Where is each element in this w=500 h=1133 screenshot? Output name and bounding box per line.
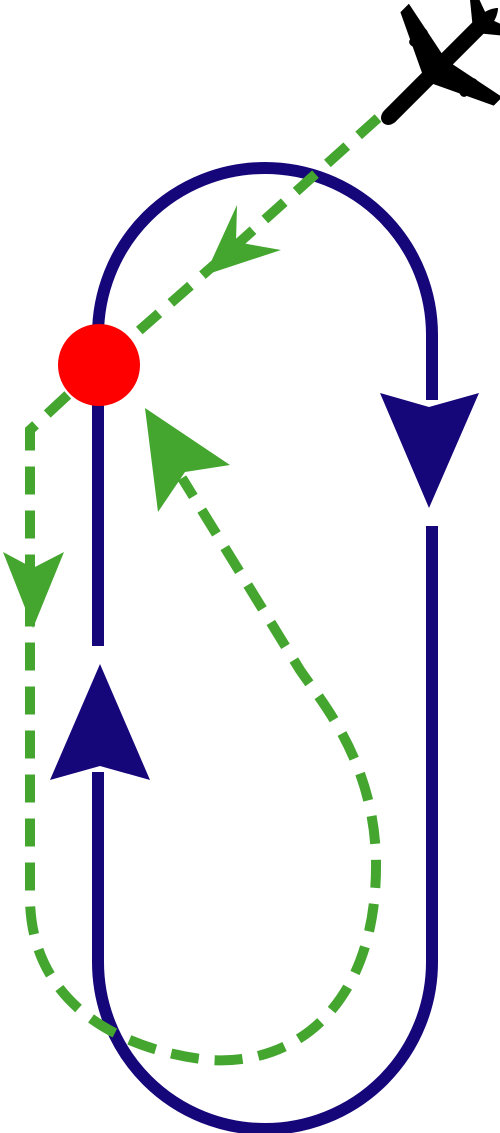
teardrop-entry-path — [3, 114, 382, 1066]
holding-pattern — [50, 162, 479, 1133]
entry-outbound-leg — [25, 361, 382, 1066]
racetrack-outline — [92, 162, 438, 1133]
entry-approach-arrow-icon — [205, 205, 281, 275]
entry-approach-line — [96, 114, 382, 369]
outbound-arrow-icon — [380, 393, 479, 508]
entry-descent-arrow-icon — [3, 552, 64, 628]
inbound-arrow-icon — [50, 664, 150, 780]
holding-fix — [58, 324, 140, 406]
entry-return-arrow-icon — [145, 408, 230, 512]
airplane-icon — [381, 0, 500, 125]
